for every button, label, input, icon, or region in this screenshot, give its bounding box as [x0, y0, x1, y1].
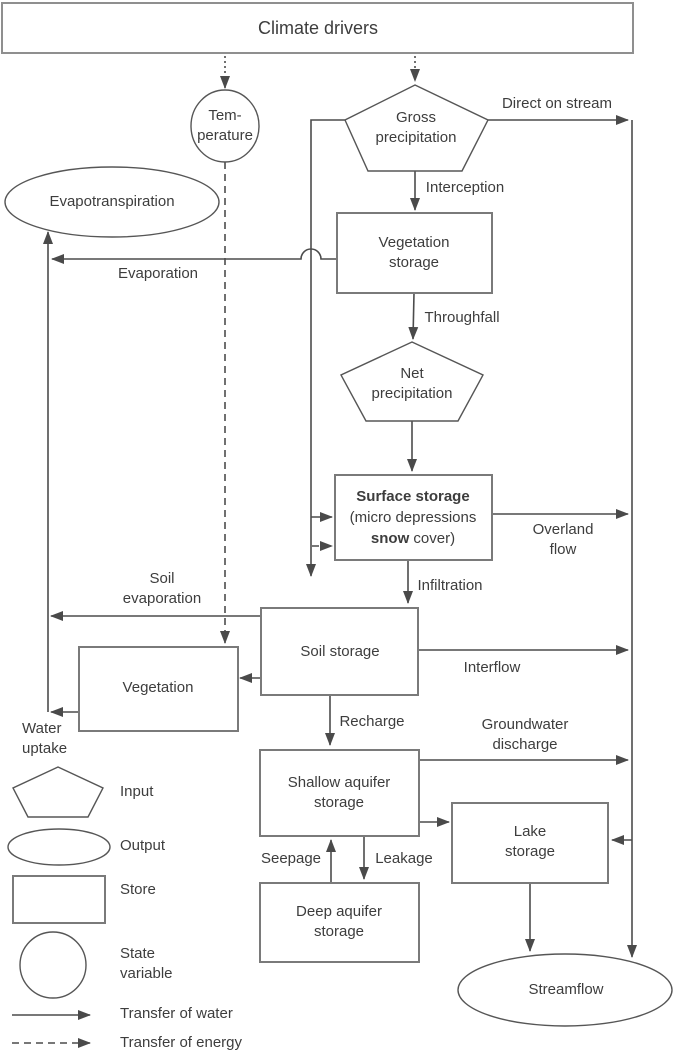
legend-state-variable-label: State variable [120, 945, 173, 982]
seepage-label: Seepage [260, 850, 322, 867]
leakage-label: Leakage [375, 850, 433, 867]
water-arrow-throughfall [408, 292, 419, 340]
lake-storage-box [451, 802, 609, 884]
evapotranspiration-label: Evapotranspiration [49, 193, 175, 210]
lake-storage-label: Lake storage [504, 823, 556, 860]
shallow-aquifer-box [259, 749, 420, 837]
water-line-gross-precip-collector [306, 119, 345, 577]
recharge-label: Recharge [339, 713, 405, 730]
surface-storage-box [334, 474, 493, 561]
vegetation-box [78, 646, 239, 732]
legend-input-pentagon [12, 766, 104, 818]
interflow-label: Interflow [463, 659, 521, 676]
vegetation-label: Vegetation [122, 679, 194, 696]
streamflow-ellipse [457, 953, 673, 1027]
temperature-label: Tem- perature [197, 107, 253, 144]
infiltration-label: Infiltration [417, 577, 483, 594]
direct-on-stream-label: Direct on stream [501, 95, 613, 112]
soil-storage-label: Soil storage [300, 643, 380, 660]
surface-storage-cover-word: cover) [409, 530, 456, 547]
legend-input-label: Input [120, 783, 154, 800]
deep-aquifer-box [259, 882, 420, 963]
overland-flow-label: Overland flow [532, 521, 594, 558]
throughfall-label: Throughfall [424, 309, 500, 326]
legend-state-variable-circle [19, 931, 87, 999]
vegetation-storage-box [336, 212, 493, 294]
temperature-circle [190, 89, 260, 163]
streamflow-label: Streamflow [528, 981, 604, 998]
climate-drivers-box [1, 2, 634, 54]
legend-output-ellipse [7, 828, 111, 866]
surface-storage-label-line1: Surface storage [356, 488, 470, 505]
legend-store-label: Store [120, 881, 156, 898]
net-precipitation-pentagon [340, 341, 484, 422]
gross-precipitation-label: Gross precipitation [375, 109, 457, 146]
surface-storage-label-line2: (micro depressions [349, 509, 477, 526]
legend-transfer-of-water-label: Transfer of water [120, 1005, 233, 1022]
legend-output-label: Output [120, 837, 166, 854]
soil-storage-box [260, 607, 419, 696]
net-precipitation-label: Net precipitation [371, 365, 453, 402]
groundwater-discharge-label: Groundwater discharge [481, 716, 569, 753]
node-shapes [1, 2, 673, 1027]
evapotranspiration-ellipse [4, 166, 220, 238]
shallow-aquifer-label: Shallow aquifer storage [287, 774, 391, 811]
water-arrow-evaporation [51, 248, 337, 264]
legend-store-rect [12, 875, 106, 924]
vegetation-storage-label: Vegetation storage [378, 234, 450, 271]
legend-transfer-of-energy-label: Transfer of energy [120, 1034, 242, 1051]
gross-precipitation-pentagon [344, 84, 489, 172]
climate-drivers-label: Climate drivers [257, 18, 379, 38]
flow-arrows [43, 56, 637, 958]
water-uptake-label: Water uptake [22, 720, 68, 757]
soil-evaporation-label: Soil evaporation [122, 570, 202, 607]
surface-storage-label-line3: snow cover) [371, 529, 455, 549]
deep-aquifer-label: Deep aquifer storage [296, 903, 382, 940]
surface-storage-snow-word: snow [370, 530, 410, 547]
legend-shapes [7, 766, 111, 1048]
interception-label: Interception [425, 179, 505, 196]
evaporation-label: Evaporation [117, 265, 199, 282]
